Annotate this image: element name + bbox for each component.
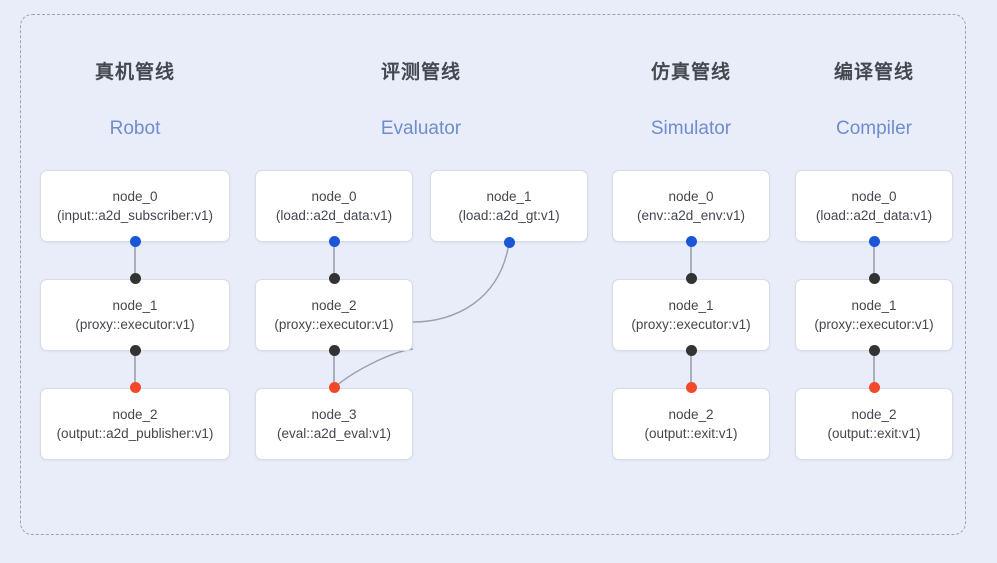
port-compiler-2-input[interactable] xyxy=(868,382,880,393)
node-subtitle: (input::a2d_subscriber:v1) xyxy=(56,208,214,223)
node-title: node_2 xyxy=(311,298,357,313)
node-simulator-1[interactable]: node_1 (proxy::executor:v1) xyxy=(612,279,770,351)
port-simulator-1-input[interactable] xyxy=(685,273,697,284)
node-evaluator-2[interactable]: node_2 (proxy::executor:v1) xyxy=(255,279,413,351)
node-subtitle: (proxy::executor:v1) xyxy=(631,317,751,332)
node-subtitle: (output::exit:v1) xyxy=(827,426,921,441)
node-title: node_2 xyxy=(112,407,158,422)
node-title: node_0 xyxy=(668,189,714,204)
port-evaluator-3-input[interactable] xyxy=(328,382,340,393)
node-title: node_2 xyxy=(668,407,714,422)
node-compiler-2[interactable]: node_2 (output::exit:v1) xyxy=(795,388,953,460)
node-evaluator-0[interactable]: node_0 (load::a2d_data:v1) xyxy=(255,170,413,242)
node-subtitle: (load::a2d_data:v1) xyxy=(815,208,933,223)
node-robot-2[interactable]: node_2 (output::a2d_publisher:v1) xyxy=(40,388,230,460)
port-evaluator-2-output[interactable] xyxy=(328,345,340,356)
node-title: node_0 xyxy=(851,189,897,204)
node-subtitle: (proxy::executor:v1) xyxy=(814,317,934,332)
node-subtitle: (env::a2d_env:v1) xyxy=(636,208,746,223)
node-subtitle: (load::a2d_data:v1) xyxy=(275,208,393,223)
node-evaluator-1[interactable]: node_1 (load::a2d_gt:v1) xyxy=(430,170,588,242)
port-robot-0-output[interactable] xyxy=(129,236,141,247)
node-title: node_0 xyxy=(112,189,158,204)
node-subtitle: (proxy::executor:v1) xyxy=(274,317,394,332)
node-title: node_1 xyxy=(486,189,532,204)
port-compiler-1-input[interactable] xyxy=(868,273,880,284)
node-subtitle: (eval::a2d_eval:v1) xyxy=(276,426,392,441)
node-subtitle: (output::a2d_publisher:v1) xyxy=(56,426,214,441)
node-subtitle: (load::a2d_gt:v1) xyxy=(458,208,560,223)
node-subtitle: (output::exit:v1) xyxy=(644,426,738,441)
port-compiler-0-output[interactable] xyxy=(868,236,880,247)
port-robot-1-input[interactable] xyxy=(129,273,141,284)
port-robot-2-input[interactable] xyxy=(129,382,141,393)
node-title: node_1 xyxy=(112,298,158,313)
port-evaluator-2-input[interactable] xyxy=(328,273,340,284)
node-title: node_1 xyxy=(851,298,897,313)
node-title: node_1 xyxy=(668,298,714,313)
node-simulator-0[interactable]: node_0 (env::a2d_env:v1) xyxy=(612,170,770,242)
port-compiler-1-output[interactable] xyxy=(868,345,880,356)
port-robot-1-output[interactable] xyxy=(129,345,141,356)
node-compiler-0[interactable]: node_0 (load::a2d_data:v1) xyxy=(795,170,953,242)
port-simulator-0-output[interactable] xyxy=(685,236,697,247)
node-robot-0[interactable]: node_0 (input::a2d_subscriber:v1) xyxy=(40,170,230,242)
port-simulator-2-input[interactable] xyxy=(685,382,697,393)
pipeline-group-frame xyxy=(20,14,966,535)
port-evaluator-1-output[interactable] xyxy=(503,237,515,248)
node-robot-1[interactable]: node_1 (proxy::executor:v1) xyxy=(40,279,230,351)
node-title: node_0 xyxy=(311,189,357,204)
node-title: node_3 xyxy=(311,407,357,422)
node-evaluator-3[interactable]: node_3 (eval::a2d_eval:v1) xyxy=(255,388,413,460)
port-simulator-1-output[interactable] xyxy=(685,345,697,356)
node-compiler-1[interactable]: node_1 (proxy::executor:v1) xyxy=(795,279,953,351)
port-evaluator-0-output[interactable] xyxy=(328,236,340,247)
node-simulator-2[interactable]: node_2 (output::exit:v1) xyxy=(612,388,770,460)
node-subtitle: (proxy::executor:v1) xyxy=(75,317,195,332)
node-title: node_2 xyxy=(851,407,897,422)
